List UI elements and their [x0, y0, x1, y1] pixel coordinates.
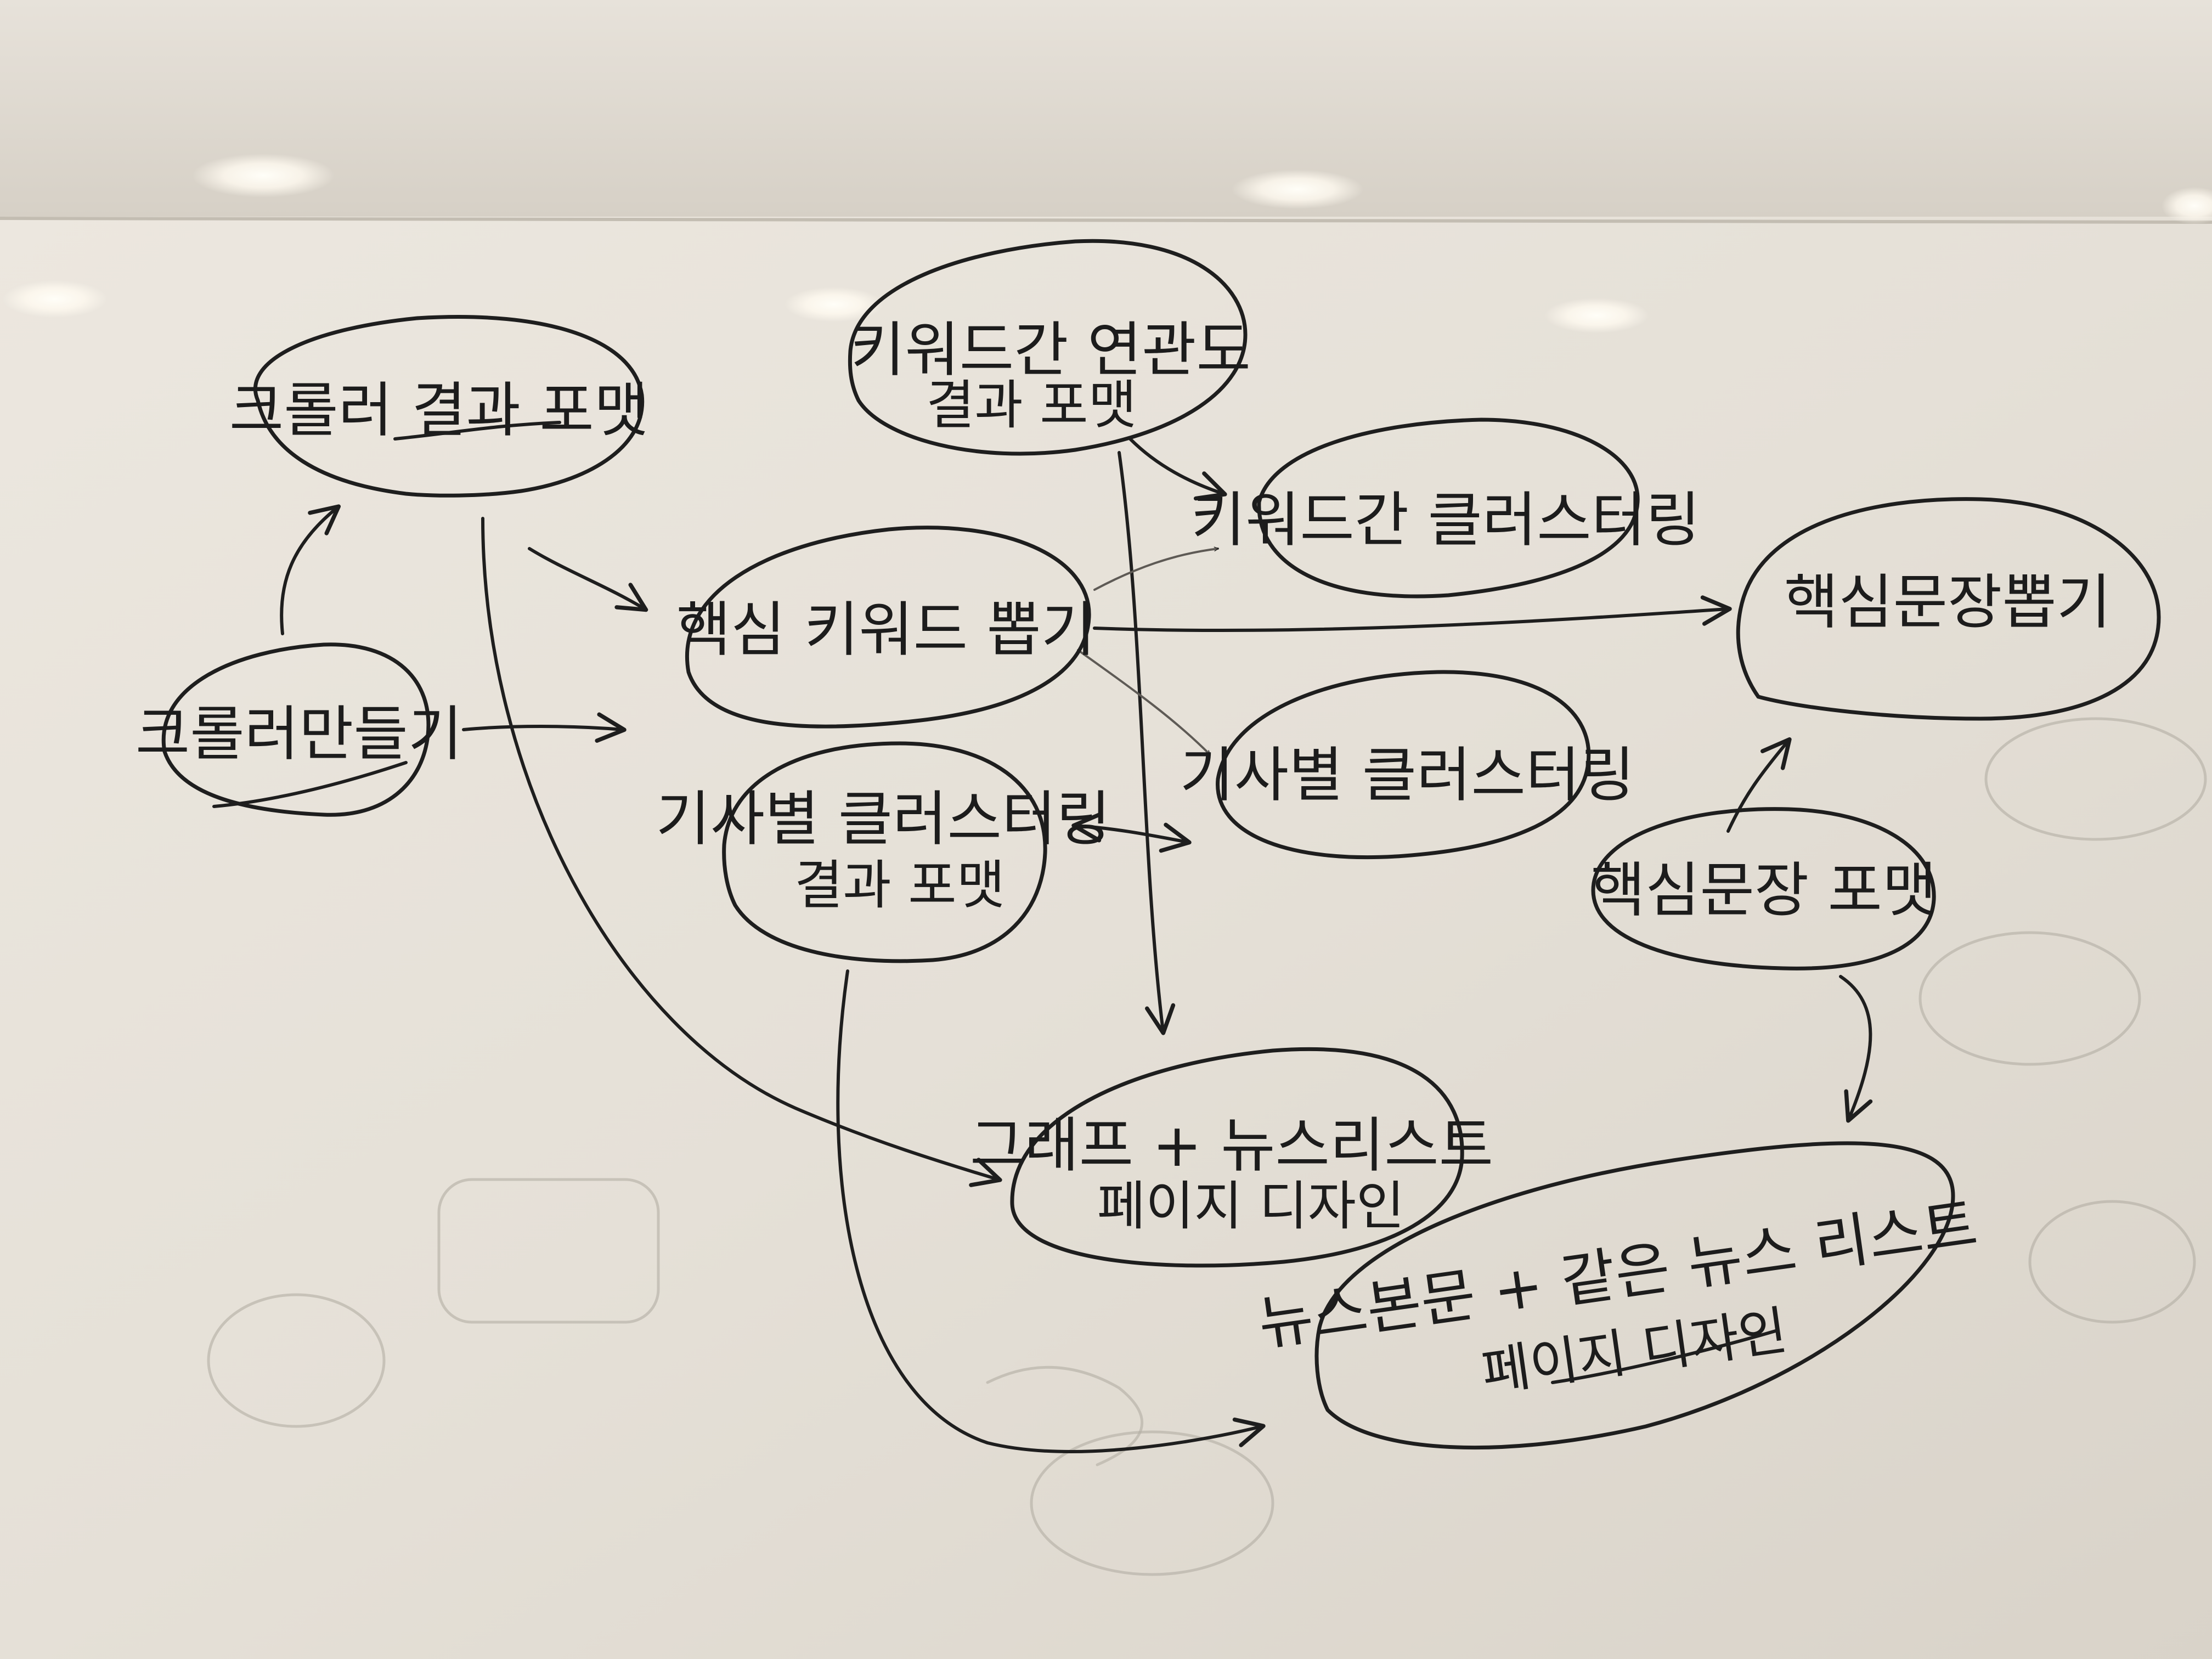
- node-crawl-result-format: 크롤러 결과 포맷: [229, 315, 648, 498]
- node-outline: [848, 239, 1248, 456]
- edge-crawl-format-to-core-keyword: [528, 547, 648, 612]
- node-label: 기사별 클러스터링: [1180, 741, 1634, 810]
- board-glare: [785, 287, 883, 322]
- ghost-mark: [1918, 931, 2141, 1066]
- node-label: 핵심문장 포맷: [1591, 856, 1937, 925]
- node-graph-newslist-page-design: 그래프 + 뉴스리스트 페이지 디자인: [970, 1047, 1493, 1268]
- edge-crawl-format-to-graph-page: [481, 517, 1002, 1187]
- node-label: 키워드간 클러스터링: [1191, 486, 1701, 555]
- ghost-mark: [1984, 717, 2207, 841]
- ceiling-light: [192, 154, 335, 198]
- underline: [212, 761, 408, 808]
- ghost-mark: [2028, 1200, 2196, 1324]
- node-keyword-relation-format: 키워드간 연관도 결과 포맷: [848, 239, 1251, 456]
- node-label: 핵심 키워드 뽑기: [676, 596, 1096, 664]
- ceiling-light: [1232, 170, 1363, 209]
- wall: [0, 0, 2212, 219]
- edge-core-keyword-to-core-sentence: [1093, 595, 1732, 633]
- node-outline: [1257, 417, 1640, 599]
- light-reflections: [3, 154, 2212, 333]
- node-label: 크롤러만들기: [136, 700, 462, 769]
- ceiling-light: [2162, 187, 2212, 224]
- node-keyword-clustering: 키워드간 클러스터링: [1191, 417, 1701, 599]
- node-outline: [161, 642, 431, 817]
- node-outline: [253, 315, 645, 498]
- ghost-mark: [437, 1178, 660, 1324]
- edge-core-keyword-to-article-clustering: [1077, 649, 1211, 755]
- ghost-mark: [986, 1365, 1144, 1466]
- node-outline: [1591, 807, 1936, 970]
- edge-make-crawler-to-core-keyword: [462, 712, 627, 743]
- node-outline: [1216, 670, 1591, 860]
- underline: [1551, 1329, 1779, 1384]
- node-core-sentence-format: 핵심문장 포맷: [1591, 807, 1937, 970]
- node-label-line-2: 결과 포맷: [794, 854, 1005, 916]
- edge-article-format-article-clustering: [1071, 812, 1192, 853]
- node-label: 핵심문장뽑기: [1784, 568, 2111, 637]
- node-core-sentence-extract: 핵심문장뽑기: [1736, 497, 2161, 721]
- board-glare: [3, 280, 107, 318]
- edge-article-format-to-news-body-page: [836, 969, 1266, 1453]
- node-label-line-2: 결과 포맷: [926, 374, 1137, 436]
- node-make-crawler: 크롤러만들기: [136, 642, 462, 817]
- edge-keyword-relation-to-clustering: [1128, 437, 1227, 501]
- node-label-line-1: 기사별 클러스터링: [656, 785, 1110, 854]
- edge-core-keyword-to-keyword-clustering: [1093, 546, 1219, 591]
- node-outline: [1314, 1141, 1955, 1450]
- node-label-line-1: 키워드간 연관도: [850, 316, 1251, 385]
- edge-keyword-relation-to-graph-page: [1118, 451, 1176, 1035]
- ghost-mark: [207, 1293, 386, 1428]
- ghost-mark: [1030, 1430, 1274, 1576]
- edge-make-crawler-to-crawl-result-format: [280, 504, 341, 635]
- node-article-clustering: 기사별 클러스터링: [1180, 670, 1635, 860]
- edge-core-sentence-format-to-extract: [1726, 737, 1792, 833]
- node-outline: [685, 526, 1091, 729]
- underline: [393, 421, 561, 441]
- node-label-line-2: 페이지 디자인: [1097, 1175, 1404, 1237]
- node-article-clustering-result-format: 기사별 클러스터링 결과 포맷: [656, 741, 1111, 963]
- edges: [280, 437, 1873, 1453]
- board-top-edge: [0, 217, 2212, 224]
- node-outline: [722, 741, 1047, 963]
- board-glare: [1544, 298, 1649, 333]
- node-core-keyword-extract: 핵심 키워드 뽑기: [676, 526, 1096, 729]
- edge-core-sentence-format-to-news-body-page: [1839, 975, 1873, 1123]
- board-surface: [0, 217, 2212, 1659]
- ghost-marks: [207, 717, 2207, 1576]
- node-outline: [1736, 497, 2161, 721]
- node-outline: [1010, 1047, 1464, 1268]
- node-label-line-1: 그래프 + 뉴스리스트: [970, 1111, 1493, 1180]
